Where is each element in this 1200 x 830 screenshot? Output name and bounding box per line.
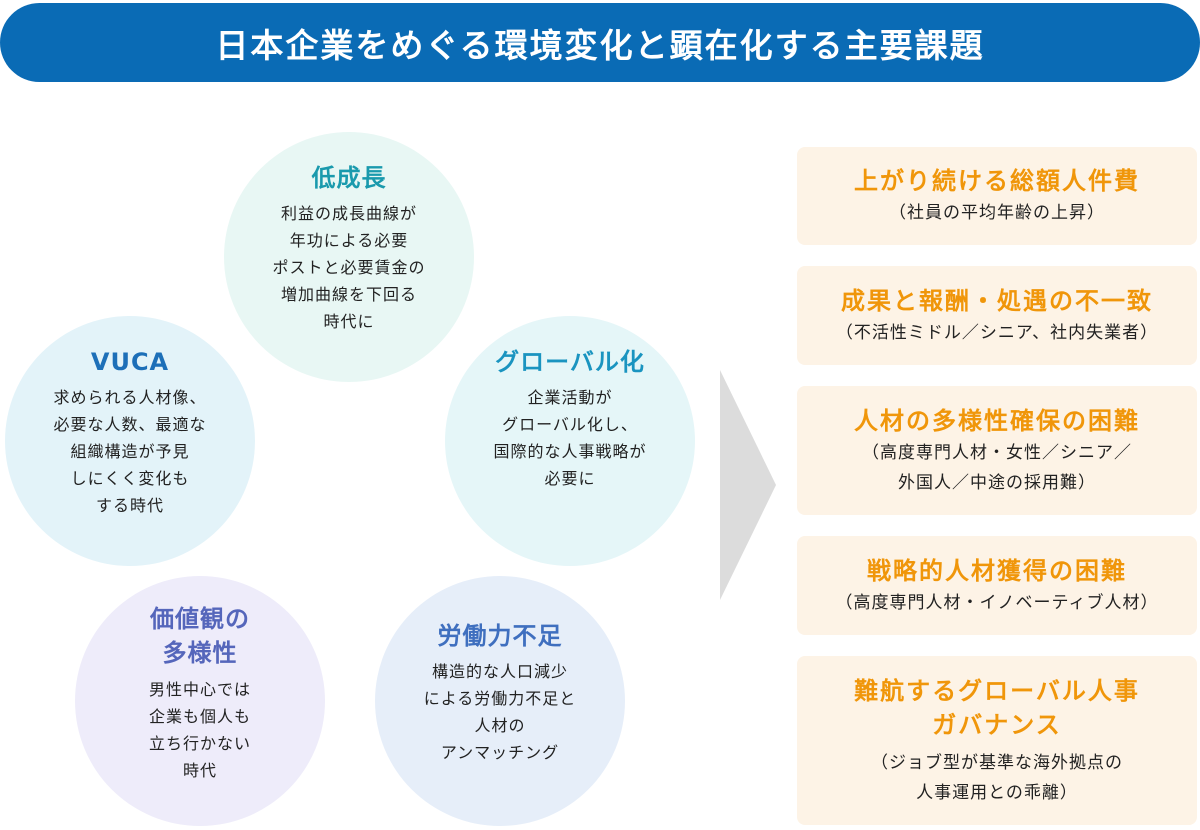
issue-subtitle: （高度専門人材・イノベーティブ人材） xyxy=(835,592,1159,613)
issue-box: 成果と報酬・処遇の不一致 （不活性ミドル／シニア、社内失業者） xyxy=(797,266,1197,365)
circle-diversity: 価値観の 多様性 男性中心では 企業も個人も 立ち行かない 時代 xyxy=(75,576,325,826)
chevron-arrow-icon xyxy=(720,370,776,600)
issue-title: 戦略的人材獲得の困難 xyxy=(867,556,1127,585)
circle-title: グローバル化 xyxy=(495,348,645,376)
issue-box: 難航するグローバル人事 ガバナンス （ジョブ型が基準な海外拠点の 人事運用との乖… xyxy=(797,656,1197,825)
issue-title: 人材の多様性確保の困難 xyxy=(854,406,1140,435)
circle-body: 構造的な人口減少 による労働力不足と 人材の アンマッチング xyxy=(423,662,577,762)
issue-subtitle: （ジョブ型が基準な海外拠点の 人事運用との乖離） xyxy=(871,752,1123,803)
issue-title: 難航するグローバル人事 ガバナンス xyxy=(854,676,1140,739)
issue-box: 上がり続ける総額人件費 （社員の平均年齢の上昇） xyxy=(797,147,1197,245)
circle-body: 男性中心では 企業も個人も 立ち行かない 時代 xyxy=(148,680,251,780)
issue-subtitle: （社員の平均年齢の上昇） xyxy=(889,203,1105,223)
issue-box: 人材の多様性確保の困難 （高度専門人材・女性／シニア／ 外国人／中途の採用難） xyxy=(797,386,1197,515)
issue-box: 戦略的人材獲得の困難 （高度専門人材・イノベーティブ人材） xyxy=(797,536,1197,635)
circle-title: 労働力不足 xyxy=(437,622,563,650)
circle-title: 価値観の 多様性 xyxy=(150,605,250,667)
circle-title: 低成長 xyxy=(311,164,387,192)
page-title: 日本企業をめぐる環境変化と顕在化する主要課題 xyxy=(0,3,1200,82)
circle-body: 企業活動が グローバル化し、 国際的な人事戦略が 必要に xyxy=(493,388,647,488)
issue-title: 成果と報酬・処遇の不一致 xyxy=(841,286,1153,315)
circle-title: VUCA xyxy=(90,348,170,376)
issue-subtitle: （高度専門人材・女性／シニア／ 外国人／中途の採用難） xyxy=(862,442,1132,493)
issue-title: 上がり続ける総額人件費 xyxy=(854,167,1140,195)
circle-labor-shortage: 労働力不足 構造的な人口減少 による労働力不足と 人材の アンマッチング xyxy=(375,576,625,826)
circle-body: 求められる人材像、 必要な人数、最適な 組織構造が予見 しにくく変化も する時代 xyxy=(53,388,207,515)
circle-body: 利益の成長曲線が 年功による必要 ポストと必要賃金の 増加曲線を下回る 時代に xyxy=(272,204,426,331)
circle-vuca: VUCA 求められる人材像、 必要な人数、最適な 組織構造が予見 しにくく変化も… xyxy=(5,316,255,566)
issue-subtitle: （不活性ミドル／シニア、社内失業者） xyxy=(835,322,1159,343)
circle-globalization: グローバル化 企業活動が グローバル化し、 国際的な人事戦略が 必要に xyxy=(445,316,695,566)
circle-low-growth: 低成長 利益の成長曲線が 年功による必要 ポストと必要賃金の 増加曲線を下回る … xyxy=(224,132,474,382)
